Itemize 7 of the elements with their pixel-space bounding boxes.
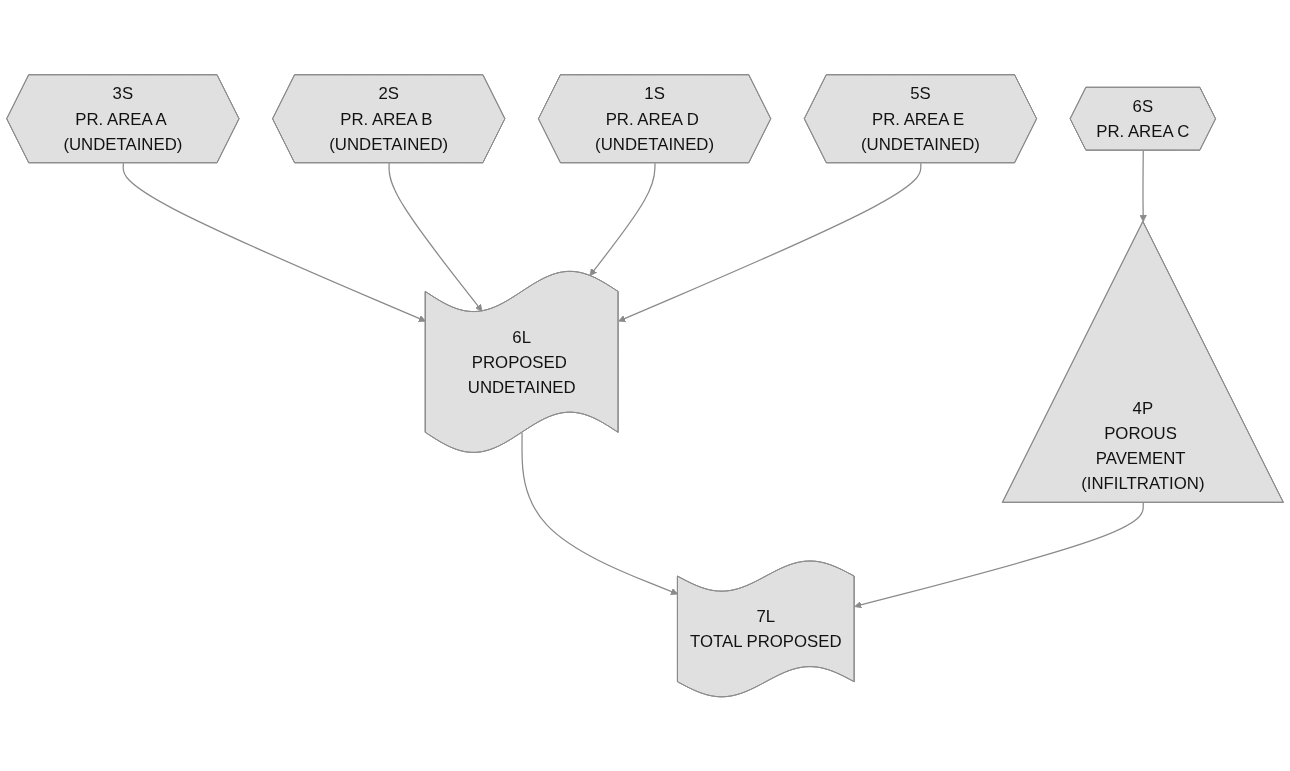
arrow [1139, 149, 1147, 222]
arrow [854, 501, 1144, 609]
arrow [589, 162, 656, 276]
arrow [521, 431, 679, 595]
arrow [618, 162, 922, 322]
arrow [388, 162, 483, 312]
arrow [122, 162, 426, 322]
